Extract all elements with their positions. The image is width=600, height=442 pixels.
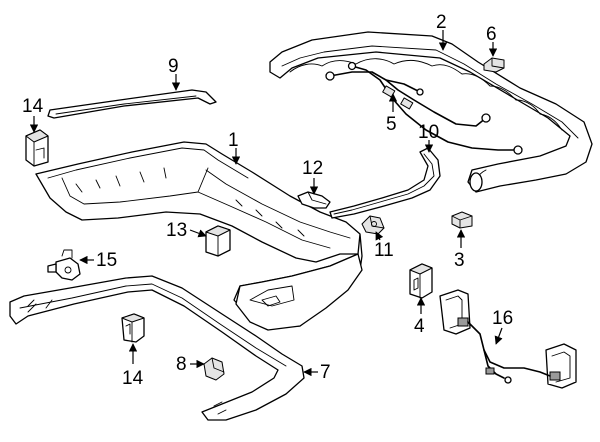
callout-number: 1 [228, 130, 239, 151]
callout-7: 7 [303, 362, 331, 383]
callout-number: 10 [418, 122, 439, 143]
callout-number: 11 [374, 240, 394, 261]
callout-number: 6 [486, 24, 497, 45]
part-3-clip [451, 211, 473, 229]
callout-11: 11 [374, 231, 394, 261]
callout-15: 15 [79, 250, 117, 271]
callout-6: 6 [486, 24, 498, 57]
callout-10: 10 [418, 122, 439, 153]
callout-5: 5 [386, 93, 398, 135]
callout-number: 14 [22, 96, 44, 117]
callout-16: 16 [492, 308, 513, 345]
callout-9: 9 [168, 56, 181, 91]
part-16-wiring-harness [439, 289, 577, 389]
callout-14-lower: 14 [122, 343, 144, 389]
callout-8: 8 [176, 354, 205, 375]
part-2-bumper-absorber [269, 31, 593, 193]
callout-number: 4 [414, 316, 425, 337]
part-15-sensor [47, 249, 81, 281]
part-14-bracket-lower [121, 313, 145, 343]
callout-number: 3 [454, 250, 465, 271]
part-7-lower-trim [9, 275, 305, 421]
part-11-clip-nut [361, 215, 385, 235]
callout-number: 12 [302, 158, 323, 179]
part-5-wiring-harness [325, 61, 523, 155]
callout-3: 3 [454, 229, 466, 271]
callout-1: 1 [228, 130, 241, 165]
part-6-clip [483, 57, 505, 73]
callout-number: 16 [492, 308, 513, 329]
part-9-molding-strip [47, 89, 217, 119]
callout-4: 4 [414, 297, 426, 337]
part-14-bracket-upper [25, 129, 49, 167]
part-4-bracket [409, 263, 433, 299]
callout-2: 2 [436, 12, 448, 51]
part-1-bumper-cover [35, 141, 363, 331]
part-8-retainer [203, 357, 225, 381]
part-13-block [205, 225, 231, 257]
callout-12: 12 [302, 158, 323, 195]
callout-number: 15 [96, 250, 117, 271]
callout-number: 9 [168, 56, 179, 77]
callout-number: 2 [436, 12, 447, 33]
part-10-side-guide [329, 147, 441, 219]
callout-14-upper: 14 [22, 96, 44, 133]
callout-number: 13 [166, 220, 187, 241]
callout-number: 8 [176, 354, 187, 375]
callout-number: 14 [122, 368, 144, 389]
callout-13: 13 [166, 220, 207, 241]
callout-number: 7 [320, 362, 331, 383]
callout-number: 5 [386, 114, 397, 135]
